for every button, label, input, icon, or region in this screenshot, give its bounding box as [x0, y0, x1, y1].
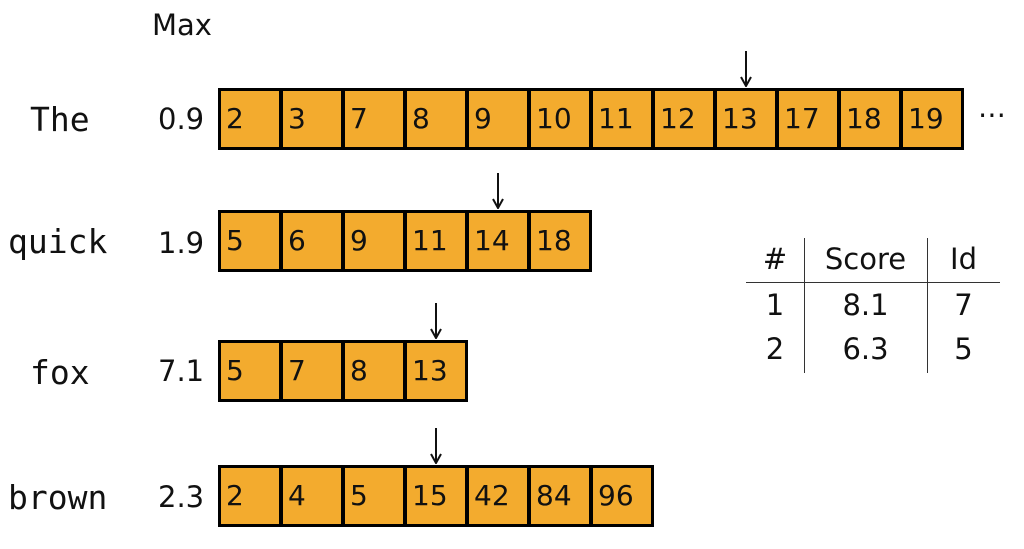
- doc-id-cell: 11: [407, 213, 465, 269]
- doc-id-cell: 42: [469, 468, 527, 524]
- table-cell: 6.3: [842, 332, 889, 366]
- table-header: #: [762, 242, 788, 276]
- doc-id-cell: 9: [345, 213, 403, 269]
- doc-id-cell: 13: [407, 343, 465, 399]
- doc-id-cell: 17: [779, 91, 837, 147]
- doc-id-cell: 8: [407, 91, 465, 147]
- doc-id-cell: 9: [469, 91, 527, 147]
- pointer-arrow-icon: [740, 51, 752, 87]
- pointer-arrow-icon: [492, 173, 504, 209]
- doc-id-cell: 13: [717, 91, 775, 147]
- doc-id-cell: 2: [221, 468, 279, 524]
- term-max-score: 1.9: [158, 226, 205, 260]
- doc-id-cell: 7: [345, 91, 403, 147]
- doc-id-cell: 4: [283, 468, 341, 524]
- doc-id-cell: 19: [903, 91, 961, 147]
- doc-id-cell: 6: [283, 213, 341, 269]
- doc-id-cell: 15: [407, 468, 465, 524]
- doc-id-cell: 5: [221, 343, 279, 399]
- table-cell: 5: [954, 332, 973, 366]
- table-header: Score: [824, 242, 907, 276]
- doc-id-cell: 18: [531, 213, 589, 269]
- table-cell: 2: [765, 332, 785, 366]
- doc-id-cell: 11: [593, 91, 651, 147]
- table-cell: 1: [765, 288, 785, 322]
- doc-id-cell: 5: [221, 213, 279, 269]
- doc-id-cell: 96: [593, 468, 651, 524]
- doc-id-cell: 10: [531, 91, 589, 147]
- table-divider: [927, 238, 928, 373]
- table-divider: [746, 282, 1000, 283]
- term-max-score: 0.9: [158, 102, 205, 136]
- term-label: The: [30, 100, 90, 139]
- ellipsis-icon: ⋯: [978, 98, 1006, 131]
- max-column-header: Max: [152, 8, 212, 42]
- doc-id-cell: 3: [283, 91, 341, 147]
- doc-id-cell: 5: [345, 468, 403, 524]
- term-label: fox: [30, 353, 90, 392]
- doc-id-cell: 7: [283, 343, 341, 399]
- table-divider: [804, 238, 805, 373]
- doc-id-cell: 12: [655, 91, 713, 147]
- table-header: Id: [950, 242, 977, 276]
- doc-id-cell: 14: [469, 213, 527, 269]
- term-label: quick: [8, 222, 108, 261]
- doc-id-cell: 84: [531, 468, 589, 524]
- pointer-arrow-icon: [430, 428, 442, 464]
- term-max-score: 7.1: [158, 354, 205, 388]
- table-cell: 8.1: [842, 288, 889, 322]
- doc-id-cell: 8: [345, 343, 403, 399]
- pointer-arrow-icon: [430, 303, 442, 339]
- table-cell: 7: [954, 288, 973, 322]
- doc-id-cell: 18: [841, 91, 899, 147]
- term-label: brown: [8, 478, 108, 517]
- results-table: # Score Id 1 8.1 7 2 6.3 5: [746, 238, 1000, 373]
- doc-id-cell: 2: [221, 91, 279, 147]
- term-max-score: 2.3: [158, 480, 205, 514]
